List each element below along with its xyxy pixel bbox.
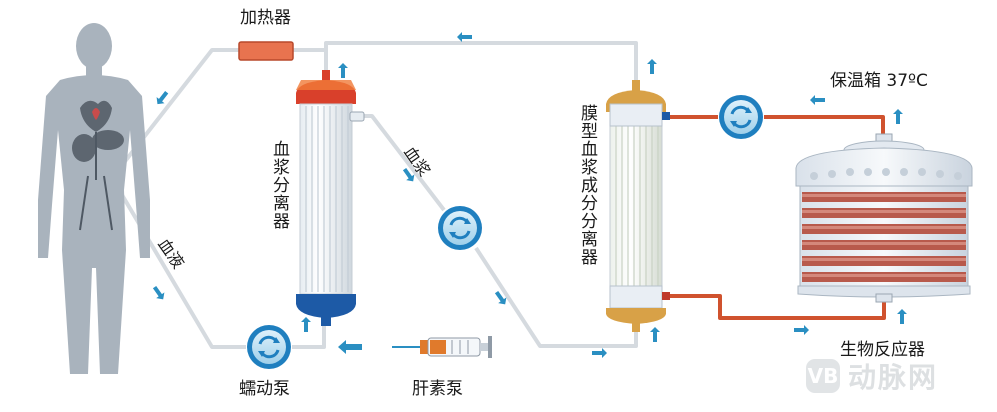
arrow-icon	[152, 285, 165, 300]
bioreactor-label: 生物反应器	[840, 340, 925, 360]
tubing-hot	[668, 115, 886, 320]
heparin-syringe-icon	[392, 336, 492, 358]
arrow-icon	[893, 109, 903, 124]
heparin-pump-label: 肝素泵	[412, 379, 463, 399]
circulation-pump-icon	[719, 95, 763, 139]
arrow-icon	[494, 290, 507, 305]
watermark-text: 动脉网	[848, 361, 939, 394]
arrow-icon	[338, 63, 348, 78]
watermark: VB 动脉网	[806, 356, 938, 396]
human-silhouette	[38, 23, 150, 374]
arrow-icon	[592, 348, 607, 358]
heater	[238, 41, 294, 61]
arrow-icon	[647, 59, 657, 74]
heparin-flow-arrow	[338, 340, 362, 354]
arrow-icon	[402, 167, 415, 182]
arrow-icon	[156, 91, 169, 105]
tube-pump-to-separator	[292, 320, 326, 349]
organs	[72, 100, 124, 162]
arrow-icon	[301, 317, 311, 332]
membrane-separator-label: 膜型血浆成分分离器	[577, 104, 597, 266]
plasma-pump-icon	[438, 206, 482, 250]
arrow-icon	[457, 32, 472, 42]
tube-reactor-to-membrane	[668, 294, 886, 320]
peristaltic-pump-label: 蠕动泵	[239, 379, 290, 399]
heart-icon	[92, 108, 100, 120]
tubing	[110, 41, 638, 349]
plasma-separator-label: 血浆分离器	[269, 140, 289, 230]
heater-label: 加热器	[240, 8, 291, 28]
arrow-icon	[650, 327, 660, 342]
tube-heater-to-body	[110, 48, 240, 180]
arrow-icon	[810, 95, 825, 105]
peristaltic-pump-icon	[247, 325, 291, 369]
flow-arrows	[152, 32, 907, 358]
membrane-plasma-separator	[606, 80, 670, 332]
tube-plasma-line	[362, 114, 446, 212]
arrow-icon	[897, 309, 907, 324]
tube-pump-to-reactor	[764, 115, 885, 140]
tube-heater-to-membrane	[293, 41, 638, 92]
incubator-label: 保温箱 37ºC	[830, 71, 928, 91]
bioreactor	[795, 133, 973, 303]
watermark-logo-icon: VB	[806, 359, 840, 393]
plasma-separator	[296, 70, 365, 326]
tube-plasma-to-membrane	[474, 246, 638, 348]
arrow-icon	[794, 325, 809, 335]
